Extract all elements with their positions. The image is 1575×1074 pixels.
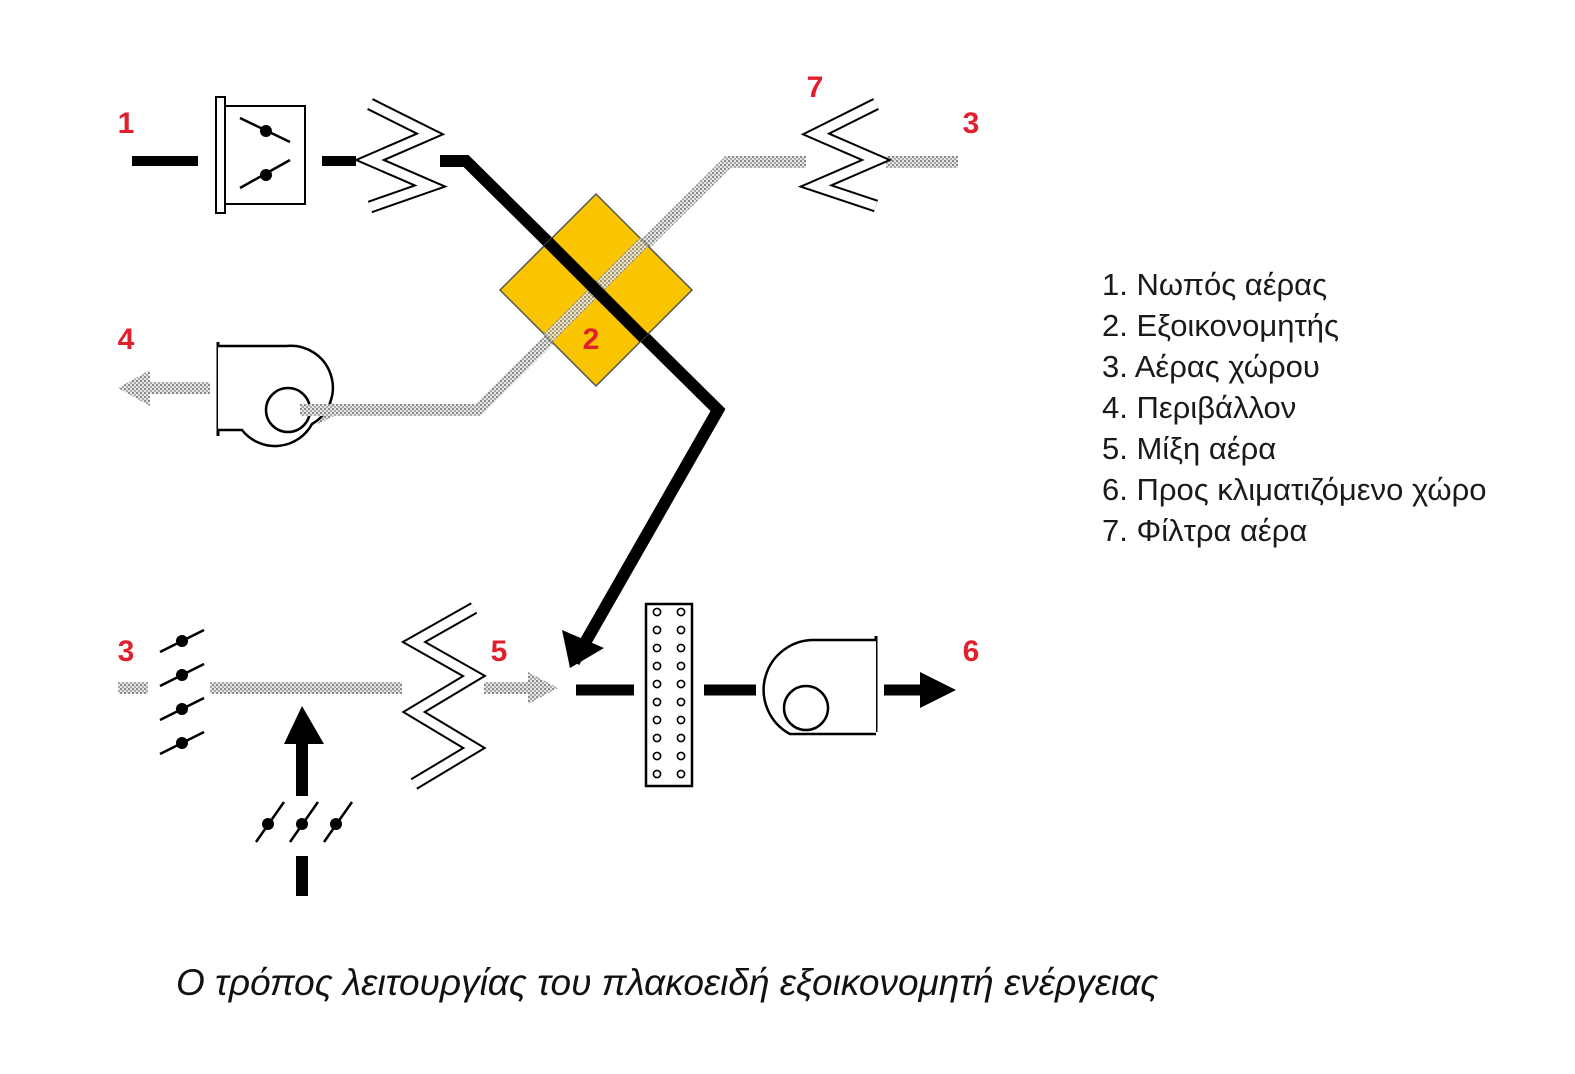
marker-1: 1 xyxy=(118,107,135,140)
fresh-air-damper xyxy=(215,96,306,214)
marker-4: 4 xyxy=(118,323,135,356)
legend-item: 2. Εξοικονομητής xyxy=(1102,308,1339,343)
plate-heat-exchanger xyxy=(498,192,694,388)
supply-arrowhead xyxy=(562,630,604,668)
room-air-filter xyxy=(797,98,893,213)
marker-3-top: 3 xyxy=(963,107,980,140)
heating-cooling-coil xyxy=(644,602,694,788)
diagram-caption: Ο τρόπος λειτουργίας του πλακοειδή εξοικ… xyxy=(176,962,1159,1003)
legend-item: 1. Νωπός αέρας xyxy=(1102,267,1328,302)
legend-item: 7. Φίλτρα αέρα xyxy=(1102,513,1308,548)
fresh-air-filter xyxy=(353,98,448,214)
outlet-arrowhead xyxy=(920,672,956,708)
marker-2: 2 xyxy=(583,323,600,356)
legend-item: 6. Προς κλιματιζόμενο χώρο xyxy=(1102,472,1487,507)
supply-outlet-path xyxy=(576,672,956,708)
mixing-filter xyxy=(400,602,487,790)
mixing-path xyxy=(118,672,558,704)
marker-5: 5 xyxy=(491,635,508,668)
marker-6: 6 xyxy=(963,635,980,668)
legend-item: 3. Αέρας χώρου xyxy=(1102,349,1320,384)
legend-item: 5. Μίξη αέρα xyxy=(1102,431,1277,466)
supply-fan xyxy=(762,636,878,736)
legend-item: 4. Περιβάλλον xyxy=(1102,390,1297,425)
bypass-inlet-arrow xyxy=(254,706,354,896)
marker-7: 7 xyxy=(807,71,824,104)
exhaust-fan xyxy=(216,342,348,448)
marker-3-bottom: 3 xyxy=(118,635,135,668)
room-air-dampers xyxy=(159,628,205,756)
legend: 1. Νωπός αέρας 2. Εξοικονομητής 3. Αέρας… xyxy=(1102,264,1486,551)
exhaust-arrowhead xyxy=(118,370,150,406)
